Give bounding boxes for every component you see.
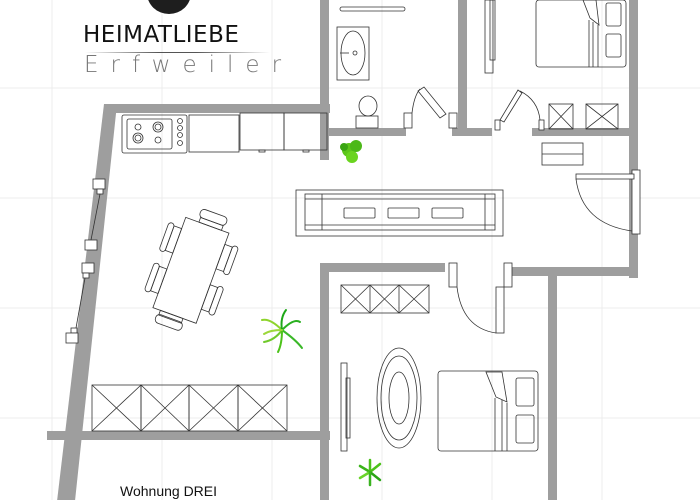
walls bbox=[47, 0, 638, 500]
plant-bedroom2 bbox=[358, 458, 382, 487]
furniture bbox=[65, 0, 641, 452]
wall-bath-west bbox=[320, 0, 329, 160]
apartment-label: Wohnung DREI bbox=[120, 483, 218, 499]
logo-subtitle: Erfweiler bbox=[84, 52, 294, 78]
wall-bed2-east bbox=[548, 270, 557, 500]
plant-living bbox=[261, 309, 303, 353]
logo-circle bbox=[147, 0, 191, 14]
wall-living-west bbox=[57, 104, 117, 500]
wall-bed2-west bbox=[320, 263, 329, 500]
bathroom-fixtures bbox=[336, 6, 458, 129]
bedroom1-furniture bbox=[484, 0, 627, 131]
kitchen-counter bbox=[121, 112, 328, 154]
plant-hallway bbox=[340, 140, 362, 163]
hallway-furniture bbox=[295, 142, 641, 237]
wall-hall-south-a bbox=[320, 263, 445, 272]
bedroom2-furniture bbox=[340, 262, 539, 452]
wall-hall-south-b bbox=[508, 267, 638, 276]
wall-east bbox=[629, 0, 638, 278]
wall-bath-south-a bbox=[320, 128, 406, 136]
dining-table bbox=[144, 209, 239, 331]
plants bbox=[261, 140, 382, 487]
windows bbox=[65, 178, 106, 344]
sideboard bbox=[91, 384, 288, 432]
logo-title: HEIMATLIEBE bbox=[83, 22, 240, 48]
wall-living-south bbox=[47, 431, 330, 440]
logo-divider bbox=[85, 52, 270, 53]
wall-bath-bed1 bbox=[458, 0, 467, 136]
wall-bed1-south bbox=[532, 128, 638, 136]
wall-living-north bbox=[104, 104, 330, 113]
wall-bath-south-b bbox=[452, 128, 492, 136]
